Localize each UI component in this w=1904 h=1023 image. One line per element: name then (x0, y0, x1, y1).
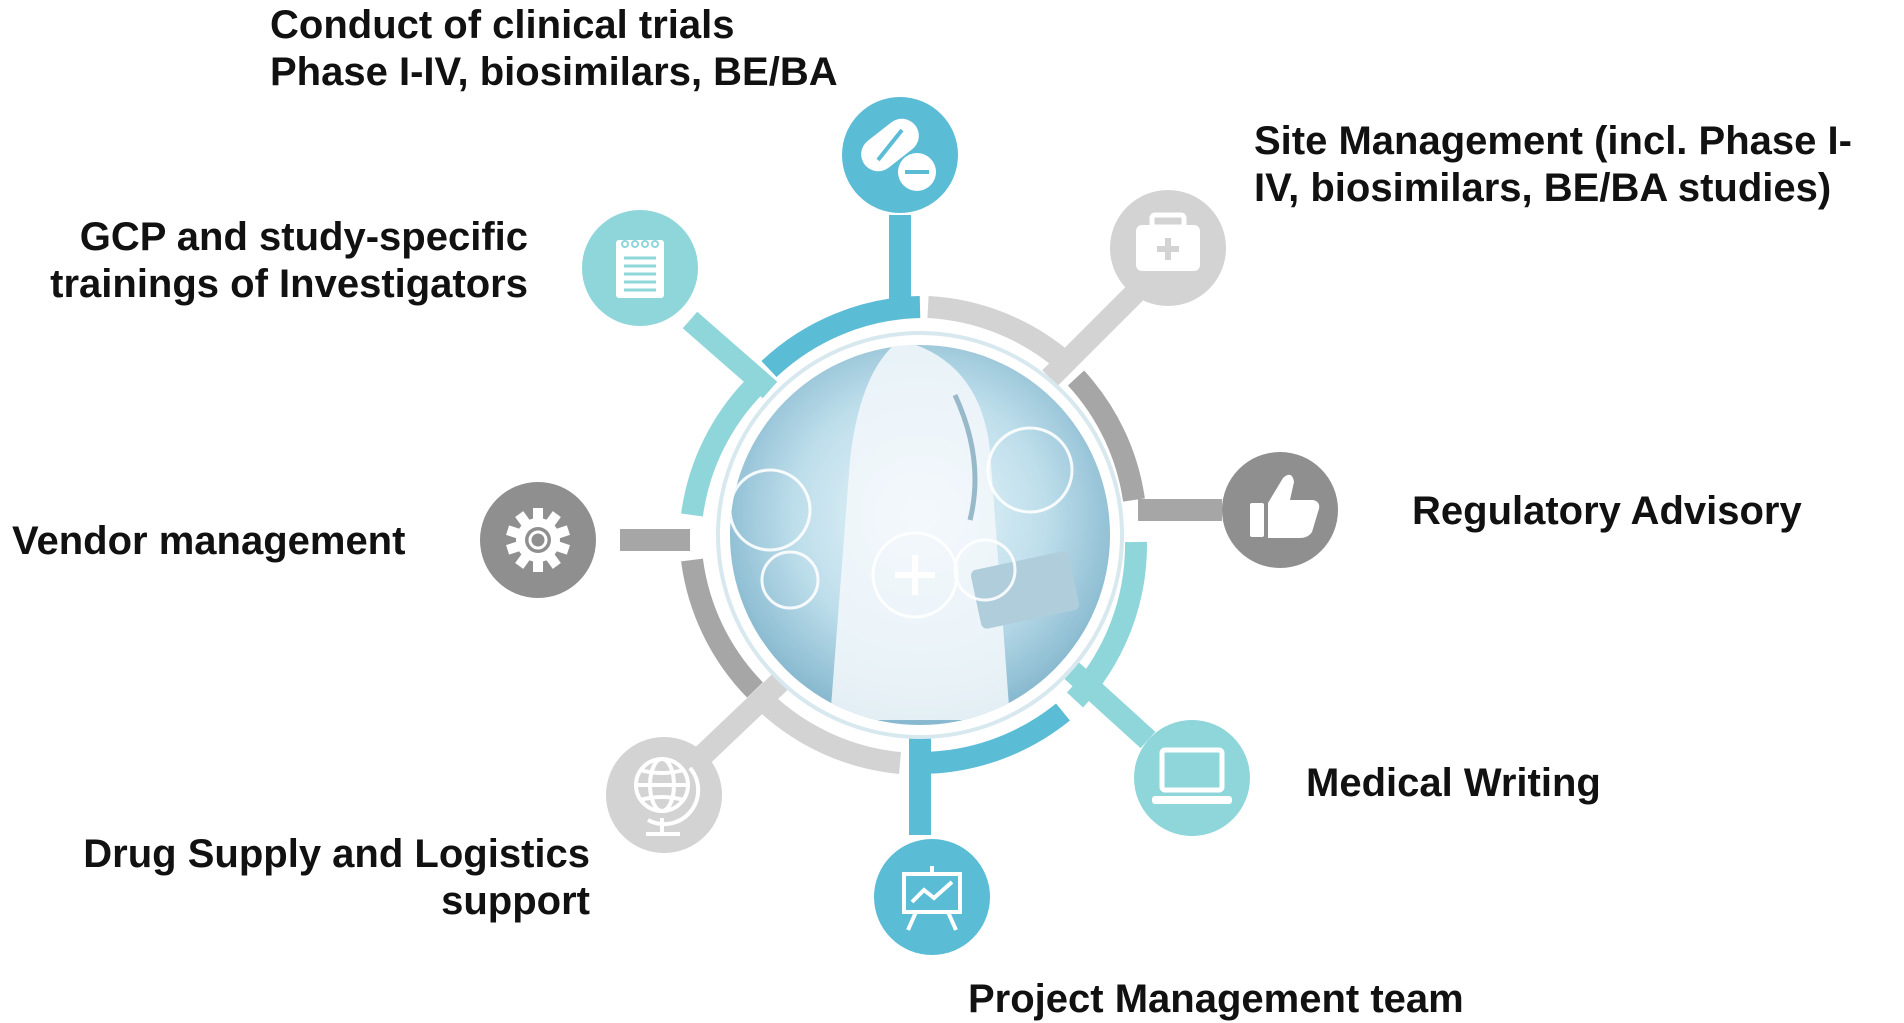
globe-icon (634, 757, 701, 836)
icon-node-drug-supply (606, 737, 722, 853)
icon-node-medical-writing (1134, 720, 1250, 836)
connector-medical-writing (1052, 651, 1156, 749)
presentation-board-icon (902, 866, 962, 931)
icon-node-gcp-trainings (582, 210, 698, 326)
label-regulatory-advisory: Regulatory Advisory (1412, 489, 1802, 533)
thumbs-up-icon (1250, 474, 1320, 538)
icon-node-vendor-management (480, 482, 596, 598)
medical-kit-icon (1136, 212, 1200, 271)
connector-gcp-trainings (682, 311, 778, 399)
ring-arc-gcp-trainings (681, 376, 765, 517)
connectors (620, 215, 1222, 835)
icon-node-site-management (1110, 190, 1226, 306)
ring-segments (681, 296, 1148, 774)
doctor-figure (830, 345, 1010, 720)
label-project-management: Project Management team (968, 977, 1464, 1021)
ring-arc-project-management (919, 703, 1070, 774)
ring-arc-vendor-management (681, 558, 763, 698)
hub-image (716, 331, 1124, 739)
label-medical-writing: Medical Writing (1306, 761, 1601, 805)
ring-arc-site-management (927, 296, 1074, 372)
icon-node-clinical-trials (842, 97, 958, 213)
gear-icon (506, 508, 570, 572)
ring-arc-clinical-trials (761, 296, 921, 378)
icon-node-regulatory-advisory (1222, 452, 1338, 568)
connector-drug-supply (692, 672, 790, 766)
laptop-icon (1152, 747, 1232, 804)
icon-node-project-management (874, 839, 990, 955)
label-gcp-trainings: GCP and study-specific trainings of Inve… (50, 215, 528, 306)
label-vendor-management: Vendor management (12, 519, 406, 563)
label-clinical-trials: Conduct of clinical trials Phase I-IV, b… (270, 3, 838, 94)
notepad-icon (616, 240, 664, 298)
label-site-management: Site Management (incl. Phase I- IV, bios… (1254, 119, 1852, 210)
ring-arc-regulatory-advisory (1067, 370, 1145, 502)
label-drug-supply: Drug Supply and Logistics support (83, 832, 590, 923)
ring-arc-drug-supply (756, 692, 902, 774)
connector-site-management (1042, 282, 1146, 386)
